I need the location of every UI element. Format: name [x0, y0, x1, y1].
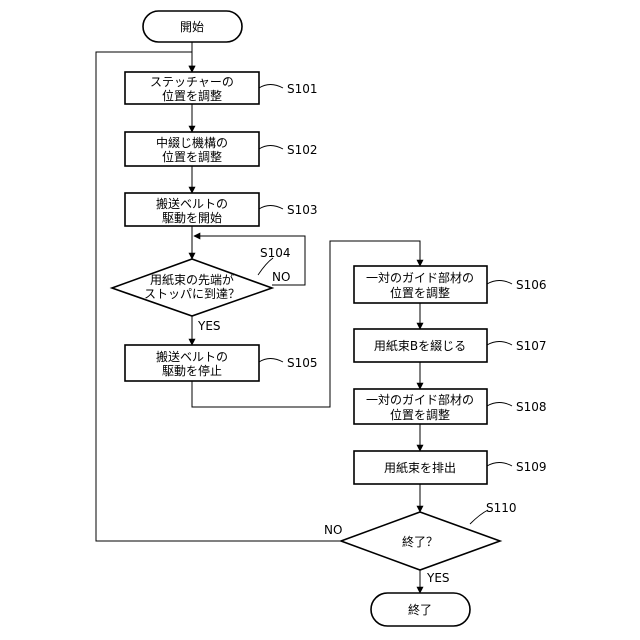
step-s108: 一対のガイド部材の 位置を調整 S108: [354, 389, 547, 424]
s106-tag: S106: [516, 278, 547, 292]
s104-line-1: 用紙束の先端が: [150, 272, 234, 287]
s110-no-label: NO: [324, 523, 342, 537]
step-s107: 用紙束Bを綴じる S107: [354, 329, 547, 362]
s105-line-1: 搬送ベルトの: [156, 349, 228, 364]
end-label: 終了: [408, 602, 432, 617]
s105-leader: [259, 359, 283, 363]
s104-leader: [258, 258, 273, 275]
s103-line-1: 搬送ベルトの: [156, 196, 228, 211]
s104-no-label: NO: [272, 270, 290, 284]
s108-line-2: 位置を調整: [390, 407, 450, 422]
s109-line-1: 用紙束を排出: [384, 460, 456, 475]
s103-leader: [259, 206, 283, 210]
s101-leader: [259, 85, 283, 89]
s104-yes-label: YES: [197, 319, 221, 333]
s102-tag: S102: [287, 143, 318, 157]
s106-leader: [487, 281, 512, 285]
s104-line-2: ストッパに到達？: [144, 287, 240, 301]
s105-tag: S105: [287, 356, 318, 370]
start-label: 開始: [180, 20, 204, 34]
s110-yes-label: YES: [426, 571, 450, 585]
s101-tag: S101: [287, 82, 318, 96]
step-s103: 搬送ベルトの 駆動を開始 S103: [125, 193, 318, 226]
step-s102: 中綴じ機構の 位置を調整 S102: [125, 132, 318, 166]
s107-line-1: 用紙束Bを綴じる: [374, 338, 466, 353]
s102-line-1: 中綴じ機構の: [156, 135, 228, 150]
s107-tag: S107: [516, 339, 547, 353]
s109-leader: [487, 463, 512, 467]
s108-tag: S108: [516, 400, 547, 414]
s104-tag: S104: [260, 246, 291, 260]
connectors: [96, 42, 420, 593]
s106-line-1: 一対のガイド部材の: [366, 270, 474, 285]
s101-line-2: 位置を調整: [162, 88, 222, 103]
s102-line-2: 位置を調整: [162, 149, 222, 164]
s103-tag: S103: [287, 203, 318, 217]
end-terminal: 終了: [371, 593, 470, 626]
step-s106: 一対のガイド部材の 位置を調整 S106: [354, 266, 547, 303]
s110-tag: S110: [486, 501, 517, 515]
step-s101: ステッチャーの 位置を調整 S101: [125, 72, 318, 104]
s102-leader: [259, 146, 283, 150]
s109-tag: S109: [516, 460, 547, 474]
s106-line-2: 位置を調整: [390, 285, 450, 300]
s105-line-2: 駆動を停止: [162, 363, 222, 378]
start-terminal: 開始: [143, 11, 242, 42]
s108-line-1: 一対のガイド部材の: [366, 392, 474, 407]
step-s109: 用紙束を排出 S109: [354, 451, 547, 484]
s107-leader: [487, 342, 512, 346]
s101-line-1: ステッチャーの: [150, 75, 234, 89]
s103-line-2: 駆動を開始: [162, 211, 222, 225]
s110-line-1: 終了？: [402, 534, 438, 549]
step-s105: 搬送ベルトの 駆動を停止 S105: [125, 345, 318, 381]
s108-leader: [487, 403, 512, 407]
decision-s104: 用紙束の先端が ストッパに到達？ S104 NO YES: [112, 246, 291, 333]
